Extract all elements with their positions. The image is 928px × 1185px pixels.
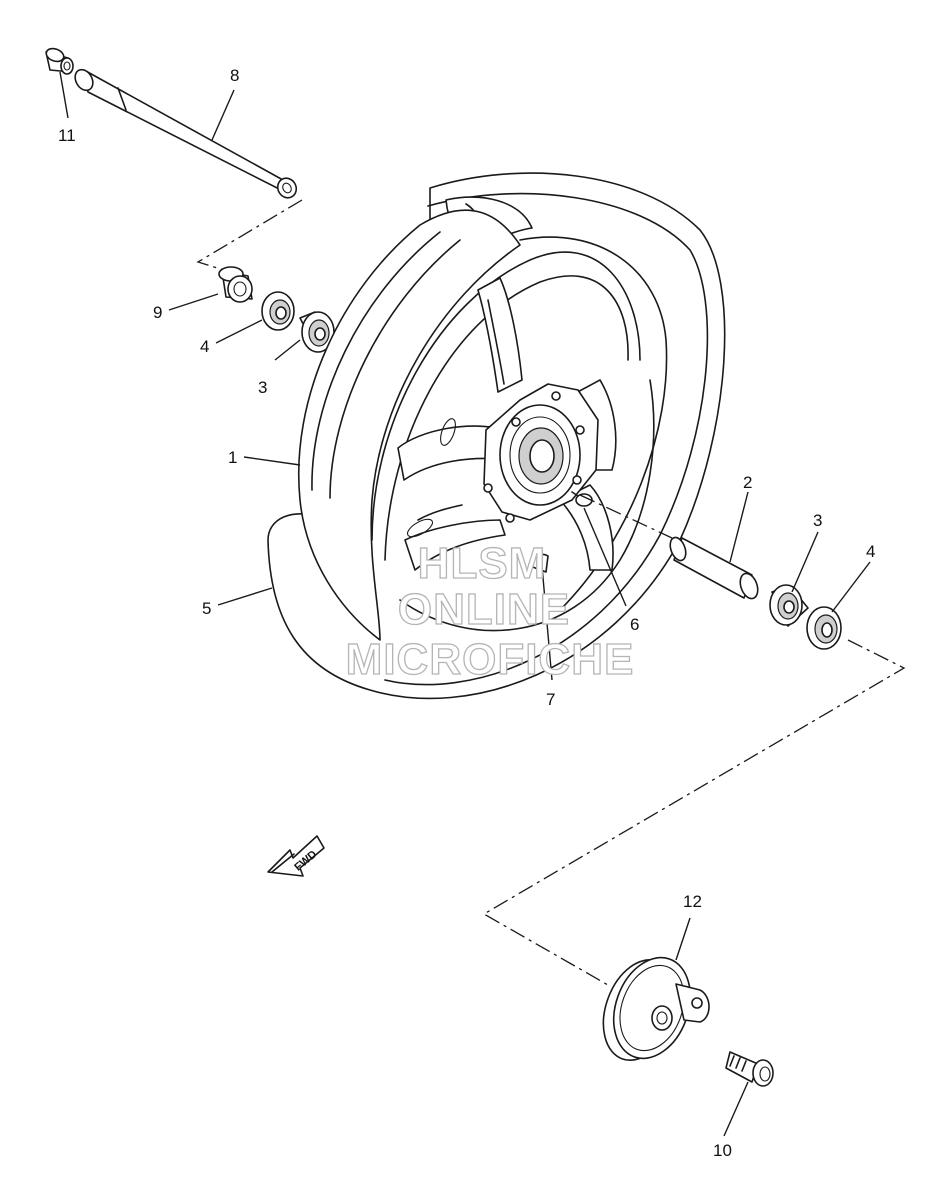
callout-9: 9 xyxy=(153,303,162,322)
callout-4-right: 4 xyxy=(866,542,875,561)
callout-10: 10 xyxy=(713,1141,732,1160)
fwd-arrow-icon xyxy=(267,835,325,877)
collar-part-11[interactable] xyxy=(44,46,74,75)
callout-5: 5 xyxy=(202,599,211,618)
gear-unit-part-12[interactable] xyxy=(590,947,710,1071)
callout-12: 12 xyxy=(683,892,702,911)
leader-lines xyxy=(59,71,871,1137)
callout-numbers: 1 2 3 3 4 4 5 6 7 8 9 10 11 12 xyxy=(58,66,875,1160)
callout-3-right: 3 xyxy=(813,511,822,530)
callout-4-left: 4 xyxy=(200,337,209,356)
watermark: HLSM ONLINE MICROFICHE xyxy=(345,538,635,684)
axle-centerline-right xyxy=(579,494,673,539)
wheel-hub xyxy=(483,383,599,523)
bearing-part-4-right[interactable] xyxy=(806,606,842,650)
axle-part-8[interactable] xyxy=(72,66,300,201)
callout-3-left: 3 xyxy=(258,378,267,397)
axle-centerline-gear xyxy=(482,639,906,986)
callout-8: 8 xyxy=(230,66,239,85)
bolt-part-10[interactable] xyxy=(725,1051,774,1087)
valve-part-6[interactable] xyxy=(571,491,593,507)
callout-11: 11 xyxy=(58,126,76,145)
watermark-line1: HLSM xyxy=(418,539,547,588)
collar-part-2[interactable] xyxy=(667,535,761,601)
bearing-part-3-right[interactable] xyxy=(769,584,809,627)
balance-weight-part-7[interactable] xyxy=(529,553,549,573)
watermark-line2: ONLINE xyxy=(398,585,570,634)
callout-7: 7 xyxy=(546,690,555,709)
callout-1: 1 xyxy=(228,448,237,467)
callout-6: 6 xyxy=(630,615,639,634)
bearing-part-4-left[interactable] xyxy=(261,291,295,331)
axle-centerline-left xyxy=(196,199,303,273)
watermark-line3: MICROFICHE xyxy=(346,635,635,684)
callout-2: 2 xyxy=(743,473,752,492)
wheel-part-1[interactable] xyxy=(298,209,655,641)
spacer-part-9[interactable] xyxy=(218,266,253,303)
